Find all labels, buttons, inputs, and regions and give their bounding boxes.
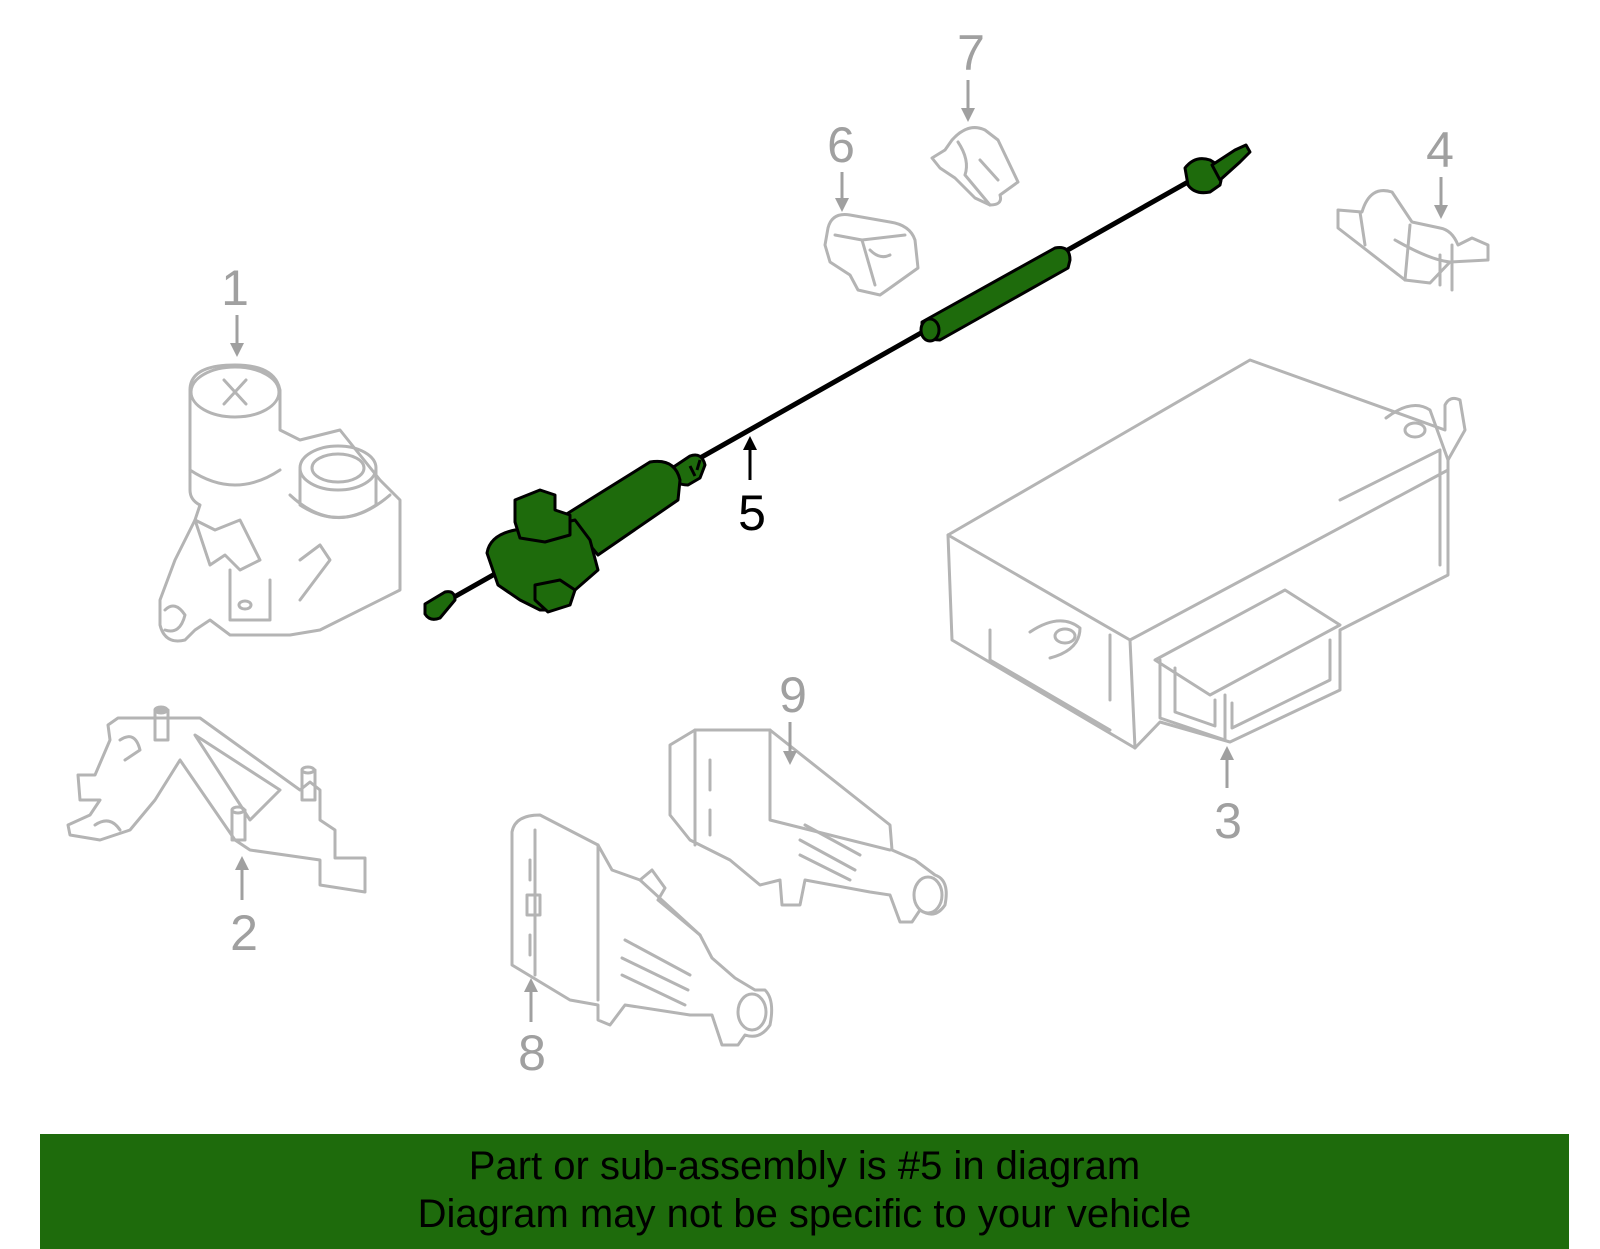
banner-line-1: Part or sub-assembly is #5 in diagram (468, 1144, 1141, 1188)
svg-text:8: 8 (518, 1025, 546, 1081)
callout-8: 8 (518, 978, 546, 1081)
part-3-control-module[interactable] (946, 358, 1467, 750)
part-2-bracket[interactable] (66, 705, 367, 894)
callout-3: 3 (1214, 746, 1242, 849)
svg-text:5: 5 (738, 485, 766, 541)
callout-5: 5 (738, 436, 766, 541)
svg-text:3: 3 (1214, 793, 1242, 849)
svg-text:2: 2 (230, 905, 258, 961)
svg-text:1: 1 (221, 260, 249, 316)
part-1-actuator[interactable] (158, 363, 402, 643)
banner-line-2: Diagram may not be specific to your vehi… (417, 1192, 1192, 1236)
info-banner: Part or sub-assembly is #5 in diagram Di… (40, 1134, 1569, 1249)
svg-text:9: 9 (779, 667, 807, 723)
part-8-switch[interactable] (510, 813, 774, 1047)
callout-9: 9 (779, 667, 807, 765)
svg-text:7: 7 (957, 25, 985, 81)
svg-text:4: 4 (1426, 122, 1454, 178)
callout-4: 4 (1426, 122, 1454, 219)
part-4-bracket-clip[interactable] (1336, 189, 1490, 292)
part-7-clip[interactable] (930, 126, 1020, 207)
svg-text:6: 6 (827, 117, 855, 173)
callout-2: 2 (230, 856, 258, 961)
callout-1: 1 (221, 260, 249, 357)
callout-7: 7 (957, 25, 985, 122)
callout-6: 6 (827, 117, 855, 212)
part-6-clip[interactable] (823, 213, 920, 297)
part-9-switch[interactable] (668, 728, 948, 924)
part-5-cable-assembly[interactable] (423, 143, 1252, 621)
